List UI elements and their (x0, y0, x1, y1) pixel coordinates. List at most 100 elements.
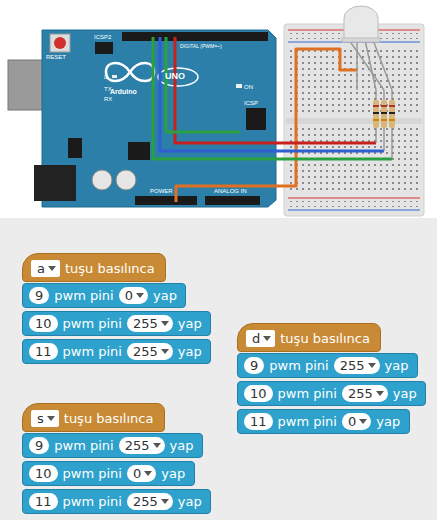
pin-number: 10 (244, 385, 273, 402)
capacitor (116, 170, 136, 190)
dropdown-value: 255 (348, 386, 373, 401)
block-text: yap (153, 288, 177, 303)
code-ground (0, 218, 437, 520)
block-text: yap (170, 438, 194, 453)
dropdown-field: 255 (127, 493, 173, 510)
block-text: pwm pini (63, 316, 122, 331)
pin-number: 10 (29, 315, 58, 332)
block-text: yap (178, 344, 202, 359)
dropdown-value: a (37, 261, 45, 276)
icsp-header (246, 108, 266, 130)
command-block: 11pwm pini0yap (237, 409, 410, 434)
dropdown-field: 255 (127, 315, 173, 332)
event-hat-block: a tuşu basılınca (22, 253, 166, 282)
block-text: pwm pini (278, 386, 337, 401)
dropdown-arrow (161, 321, 169, 326)
command-block: 10 pwm pini 0 yap (22, 461, 195, 486)
dropdown-value: 255 (340, 358, 365, 373)
block-text: yap (161, 466, 185, 481)
command-block: 10 pwm pini 255 yap (237, 381, 426, 406)
pin-number: 11 (244, 413, 273, 430)
pin-number: 11 (29, 343, 58, 360)
event-hat-block: s tuşu basılınca (22, 403, 165, 432)
dropdown-value: 0 (348, 414, 356, 429)
pin-number: 9 (244, 357, 264, 374)
dropdown-field: 255 (342, 385, 388, 402)
dropdown-arrow (48, 266, 56, 271)
dropdown-field: d (246, 330, 275, 347)
board-label: ANALOG IN (214, 188, 247, 194)
command-block: 10 pwm pini 255 yap (22, 311, 211, 336)
block-text: yap (393, 386, 417, 401)
block-text: tuşu basılınca (64, 411, 154, 426)
dropdown-field: 255 (334, 357, 380, 374)
power-header (135, 196, 197, 205)
dropdown-value: 0 (133, 466, 141, 481)
pin-number: 10 (29, 465, 58, 482)
wires (153, 37, 392, 202)
dropdown-arrow (161, 499, 169, 504)
top-ground (0, 0, 437, 218)
dropdown-value: s (37, 411, 44, 426)
pin-number: 9 (29, 437, 49, 454)
regulator (128, 142, 150, 160)
board-label: ON (244, 84, 253, 90)
block-text: pwm pini (63, 494, 122, 509)
dropdown-field: 255 (127, 343, 173, 360)
command-block: 9 pwm pini 0 yap (22, 283, 186, 308)
board-label: DIGITAL (PWM=~) (180, 44, 222, 49)
block-text: pwm pini (54, 438, 113, 453)
dropdown-arrow (153, 443, 161, 448)
board-label: POWER (150, 188, 173, 194)
block-text: yap (178, 494, 202, 509)
dropdown-arrow (47, 416, 55, 421)
dropdown-field: 255 (119, 437, 165, 454)
breadboard (284, 24, 424, 216)
board-label: RESET (46, 54, 66, 60)
board-label: RX (104, 96, 112, 102)
l-led (112, 75, 117, 78)
capacitor (92, 170, 112, 190)
board-label: L (104, 74, 107, 80)
pin-number: 9 (29, 287, 49, 304)
digital-header (122, 32, 268, 41)
command-block: 11 pwm pini 255 yap (22, 339, 211, 364)
resistors (373, 90, 395, 159)
board-label: Arduino (110, 88, 137, 95)
block-text: tuşu basılınca (280, 331, 370, 346)
block-text: pwm pini (63, 466, 122, 481)
dropdown-arrow (136, 293, 144, 298)
dropdown-arrow (144, 471, 152, 476)
command-block: 9 pwm pini 255 yap (22, 433, 203, 458)
chip (68, 138, 82, 158)
block-text: pwm pini (54, 288, 113, 303)
dropdown-arrow (161, 349, 169, 354)
dropdown-value: 255 (133, 494, 158, 509)
block-text: yap (376, 414, 400, 429)
dropdown-arrow (368, 363, 376, 368)
dropdown-arrow (359, 419, 367, 424)
dropdown-value: d (252, 331, 260, 346)
dropdown-field: a (31, 260, 60, 277)
board-label: ICSP2 (94, 34, 111, 40)
reset-cap (54, 37, 66, 49)
dropdown-field: s (31, 410, 59, 427)
dropdown-field: 0 (119, 287, 148, 304)
arduino-board (34, 30, 276, 207)
block-text: tuşu basılınca (65, 261, 155, 276)
block-text: pwm pini (63, 344, 122, 359)
dropdown-value: 255 (133, 316, 158, 331)
dropdown-value: 255 (133, 344, 158, 359)
icsp2-header (95, 42, 113, 54)
block-text: yap (178, 316, 202, 331)
on-led (236, 84, 242, 88)
block-text: pwm pini (269, 358, 328, 373)
board-label: UNO (165, 72, 185, 81)
event-hat-block: d tuşu basılınca (237, 323, 381, 352)
dropdown-value: 255 (125, 438, 150, 453)
command-block: 11pwm pini255yap (22, 489, 211, 514)
command-block: 9pwm pini255yap (237, 353, 418, 378)
arduino-logo (106, 63, 154, 81)
board-label: ICSP (244, 100, 258, 106)
